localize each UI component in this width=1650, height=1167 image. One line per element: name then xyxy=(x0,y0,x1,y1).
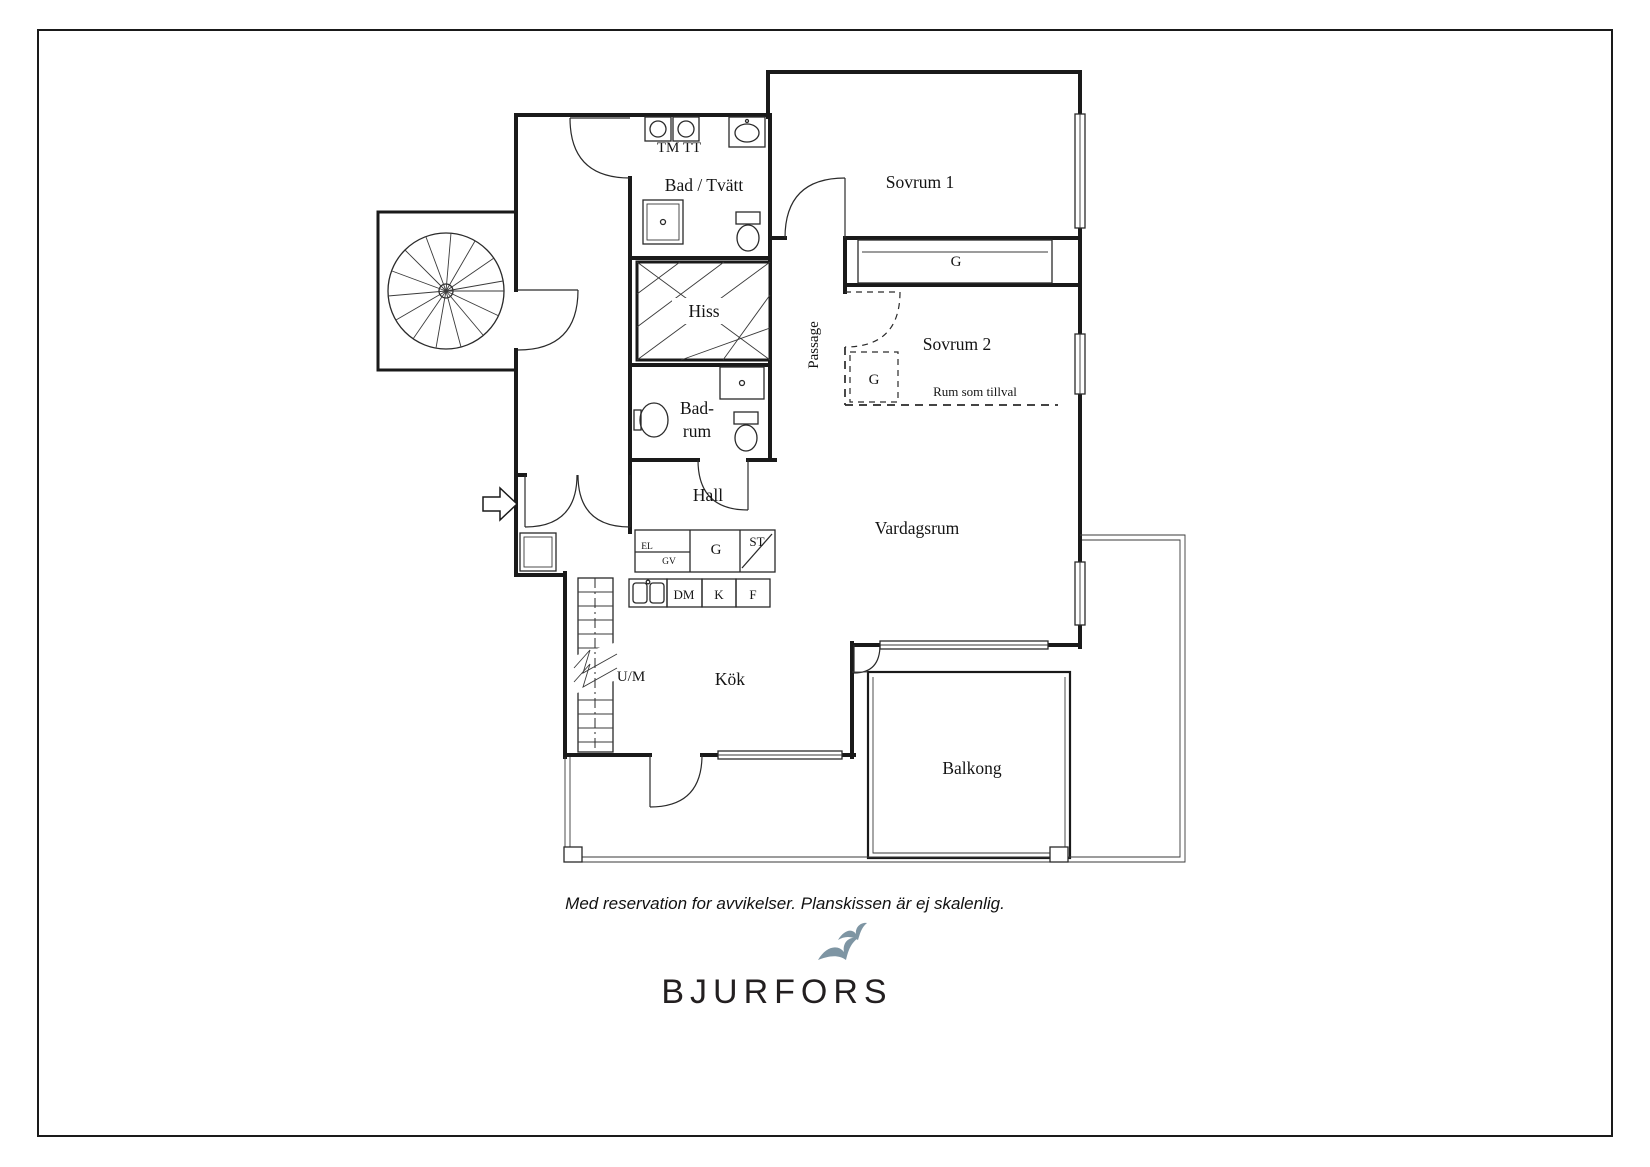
exterior-walls xyxy=(514,70,1082,759)
door-bad-tvatt xyxy=(569,117,631,179)
terrace-outline xyxy=(563,534,1186,863)
bird-icon-small xyxy=(838,922,867,940)
room-label-balkong: Balkong xyxy=(942,758,1002,778)
door-sovrum2-optional xyxy=(844,291,901,348)
room-label-badrum-line1: Bad- xyxy=(680,398,714,418)
wardrobe-row-sovrum1 xyxy=(857,239,1053,284)
label-gv: GV xyxy=(662,557,676,567)
label-st: ST xyxy=(749,534,764,549)
room-label-hall: Hall xyxy=(693,485,723,505)
bird-icon-large xyxy=(818,937,858,960)
label-k: K xyxy=(714,587,724,602)
door-balcony xyxy=(853,644,881,674)
room-label-hiss: Hiss xyxy=(688,301,719,321)
hall-closets xyxy=(634,529,776,573)
shower-icon-badrum xyxy=(719,366,765,400)
shower-icon-bad-tvatt xyxy=(642,199,684,245)
room-label-passage: Passage xyxy=(806,321,822,369)
label-g-sovrum2: G xyxy=(869,372,880,388)
room-label-sovrum2: Sovrum 2 xyxy=(923,334,992,354)
kitchen-appliance-boxes xyxy=(666,578,771,608)
laundry-sink-icon xyxy=(728,116,766,148)
room-label-bad-tvatt: Bad / Tvätt xyxy=(665,175,744,195)
toilet-icon-bad-tvatt xyxy=(735,211,761,252)
room-label-sovrum1: Sovrum 1 xyxy=(886,172,955,192)
label-f: F xyxy=(749,587,756,602)
label-g-sovrum1: G xyxy=(951,254,962,270)
room-label-vardagsrum: Vardagsrum xyxy=(875,518,960,538)
sink-icon-badrum xyxy=(633,402,669,438)
toilet-icon-badrum xyxy=(733,411,759,452)
dryer-icon xyxy=(672,116,700,142)
elevator-shaft xyxy=(635,260,772,362)
label-el: EL xyxy=(641,542,653,552)
door-terrace xyxy=(649,754,703,808)
entrance-arrow-icon xyxy=(482,486,519,522)
vestibule-cabinet xyxy=(519,532,557,572)
label-dm: DM xyxy=(674,587,695,602)
brand-wordmark: BJURFORS xyxy=(661,973,892,1011)
page-border xyxy=(37,29,1613,1137)
room-label-kok: Kök xyxy=(715,669,745,689)
label-rum-som-tillval: Rum som tillval xyxy=(933,384,1017,399)
windows xyxy=(717,113,1086,760)
door-stairwell xyxy=(517,289,579,351)
room-label-badrum-line2: rum xyxy=(683,421,712,441)
label-tm-tt: TM TT xyxy=(657,140,701,156)
door-badrum xyxy=(697,459,749,511)
brand-logo: BJURFORS xyxy=(661,922,892,1011)
label-g-hall: G xyxy=(711,542,722,558)
balcony-outline xyxy=(852,670,1072,860)
optional-room-walls xyxy=(844,347,1058,406)
spiral-staircase xyxy=(376,210,518,372)
washing-machine-icon xyxy=(644,116,672,142)
lower-staircase xyxy=(573,577,618,753)
door-sovrum1 xyxy=(784,177,846,239)
entrance-double-doors xyxy=(524,474,631,528)
disclaimer-text: Med reservation for avvikelser. Planskis… xyxy=(565,894,1005,913)
label-um: U/M xyxy=(617,669,645,685)
